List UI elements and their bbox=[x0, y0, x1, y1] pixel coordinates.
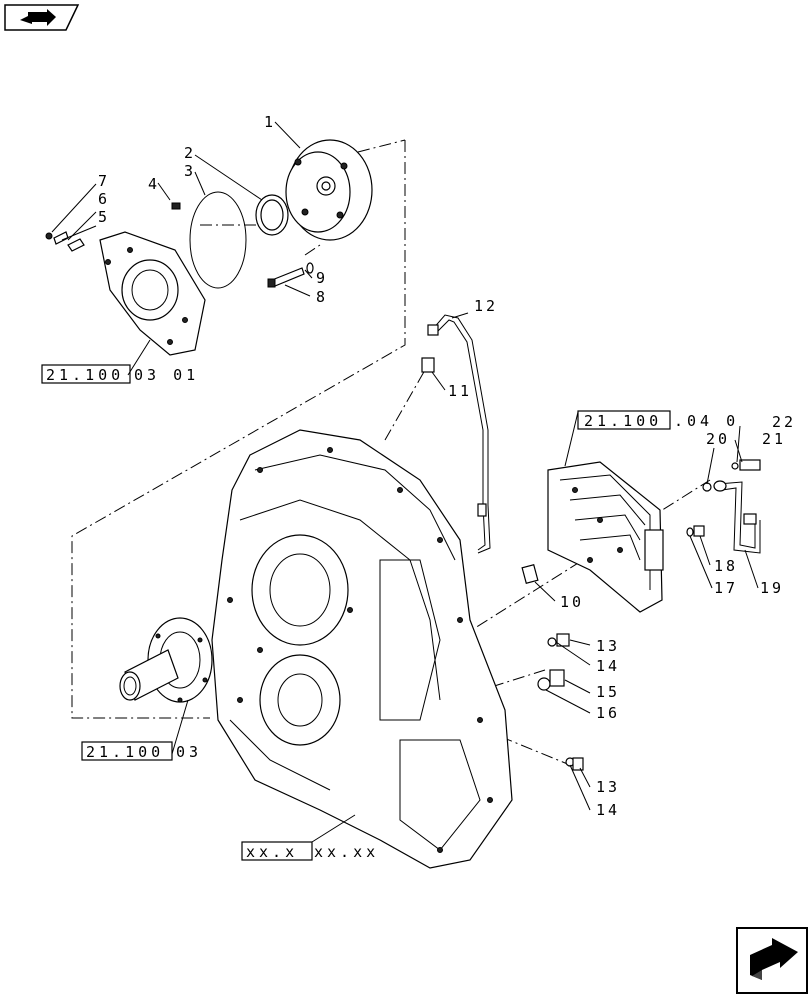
reference-2-code: 21.100 bbox=[584, 412, 662, 430]
callout-21: 21 bbox=[762, 430, 786, 448]
callout-4: 4 bbox=[148, 175, 160, 193]
reference-link-2[interactable]: 21.100 .04 0 bbox=[577, 410, 739, 430]
control-valve-block-part bbox=[547, 461, 664, 613]
previous-page-arrow-icon bbox=[20, 9, 56, 26]
reference-3-code: 21.100 bbox=[86, 743, 164, 761]
seal-ring-part bbox=[255, 194, 289, 236]
reference-3-suffix: 03 bbox=[176, 743, 202, 761]
callout-17: 17 bbox=[714, 579, 738, 597]
reference-link-4[interactable]: xx.x xx.xx bbox=[241, 841, 379, 861]
callout-14b: 14 bbox=[596, 801, 620, 819]
callout-18: 18 bbox=[714, 557, 738, 575]
pump-housing-part bbox=[285, 139, 373, 241]
reference-link-3[interactable]: 21.100 03 bbox=[81, 741, 202, 761]
pump-cover-part bbox=[99, 231, 206, 356]
output-shaft-part bbox=[119, 617, 213, 703]
reference-2-suffix: .04 0 bbox=[674, 412, 739, 430]
callout-6: 6 bbox=[98, 190, 110, 208]
next-page-button[interactable] bbox=[736, 927, 808, 994]
o-ring-part bbox=[189, 191, 247, 289]
reference-1-code: 21.100 bbox=[46, 366, 124, 384]
callout-8: 8 bbox=[316, 288, 328, 306]
reference-4-code: xx.x bbox=[246, 843, 298, 861]
callout-13a: 13 bbox=[596, 637, 620, 655]
callout-7: 7 bbox=[98, 172, 110, 190]
callout-22: 22 bbox=[772, 413, 796, 431]
reference-4-suffix: xx.xx bbox=[314, 843, 379, 861]
fitting-part bbox=[421, 357, 435, 373]
callout-1: 1 bbox=[264, 113, 276, 131]
reference-1-suffix: 03 01 bbox=[134, 366, 199, 384]
next-page-arrow-icon bbox=[750, 938, 798, 980]
callout-10: 10 bbox=[560, 593, 584, 611]
callout-9: 9 bbox=[316, 269, 328, 287]
callout-15: 15 bbox=[596, 683, 620, 701]
callout-3: 3 bbox=[184, 162, 196, 180]
tube-part bbox=[427, 314, 491, 554]
plug-spring-ball-parts bbox=[45, 231, 85, 252]
callout-11: 11 bbox=[448, 382, 472, 400]
callout-20: 20 bbox=[706, 430, 730, 448]
reference-link-1[interactable]: 21.100 03 01 bbox=[41, 364, 199, 384]
callout-12: 12 bbox=[474, 297, 498, 315]
callout-13b: 13 bbox=[596, 778, 620, 796]
callout-5: 5 bbox=[98, 208, 110, 226]
clip-part bbox=[171, 202, 181, 210]
callout-16: 16 bbox=[596, 704, 620, 722]
leader-lines bbox=[51, 121, 759, 843]
plugs-and-seals-parts bbox=[521, 563, 584, 771]
previous-page-button[interactable] bbox=[4, 4, 80, 31]
transmission-housing-part bbox=[211, 429, 513, 869]
tube-assembly-part bbox=[686, 459, 761, 554]
callout-2: 2 bbox=[184, 144, 196, 162]
bolt-part bbox=[267, 267, 305, 288]
small-o-ring-part bbox=[306, 262, 314, 274]
callout-19: 19 bbox=[760, 579, 784, 597]
callout-14a: 14 bbox=[596, 657, 620, 675]
